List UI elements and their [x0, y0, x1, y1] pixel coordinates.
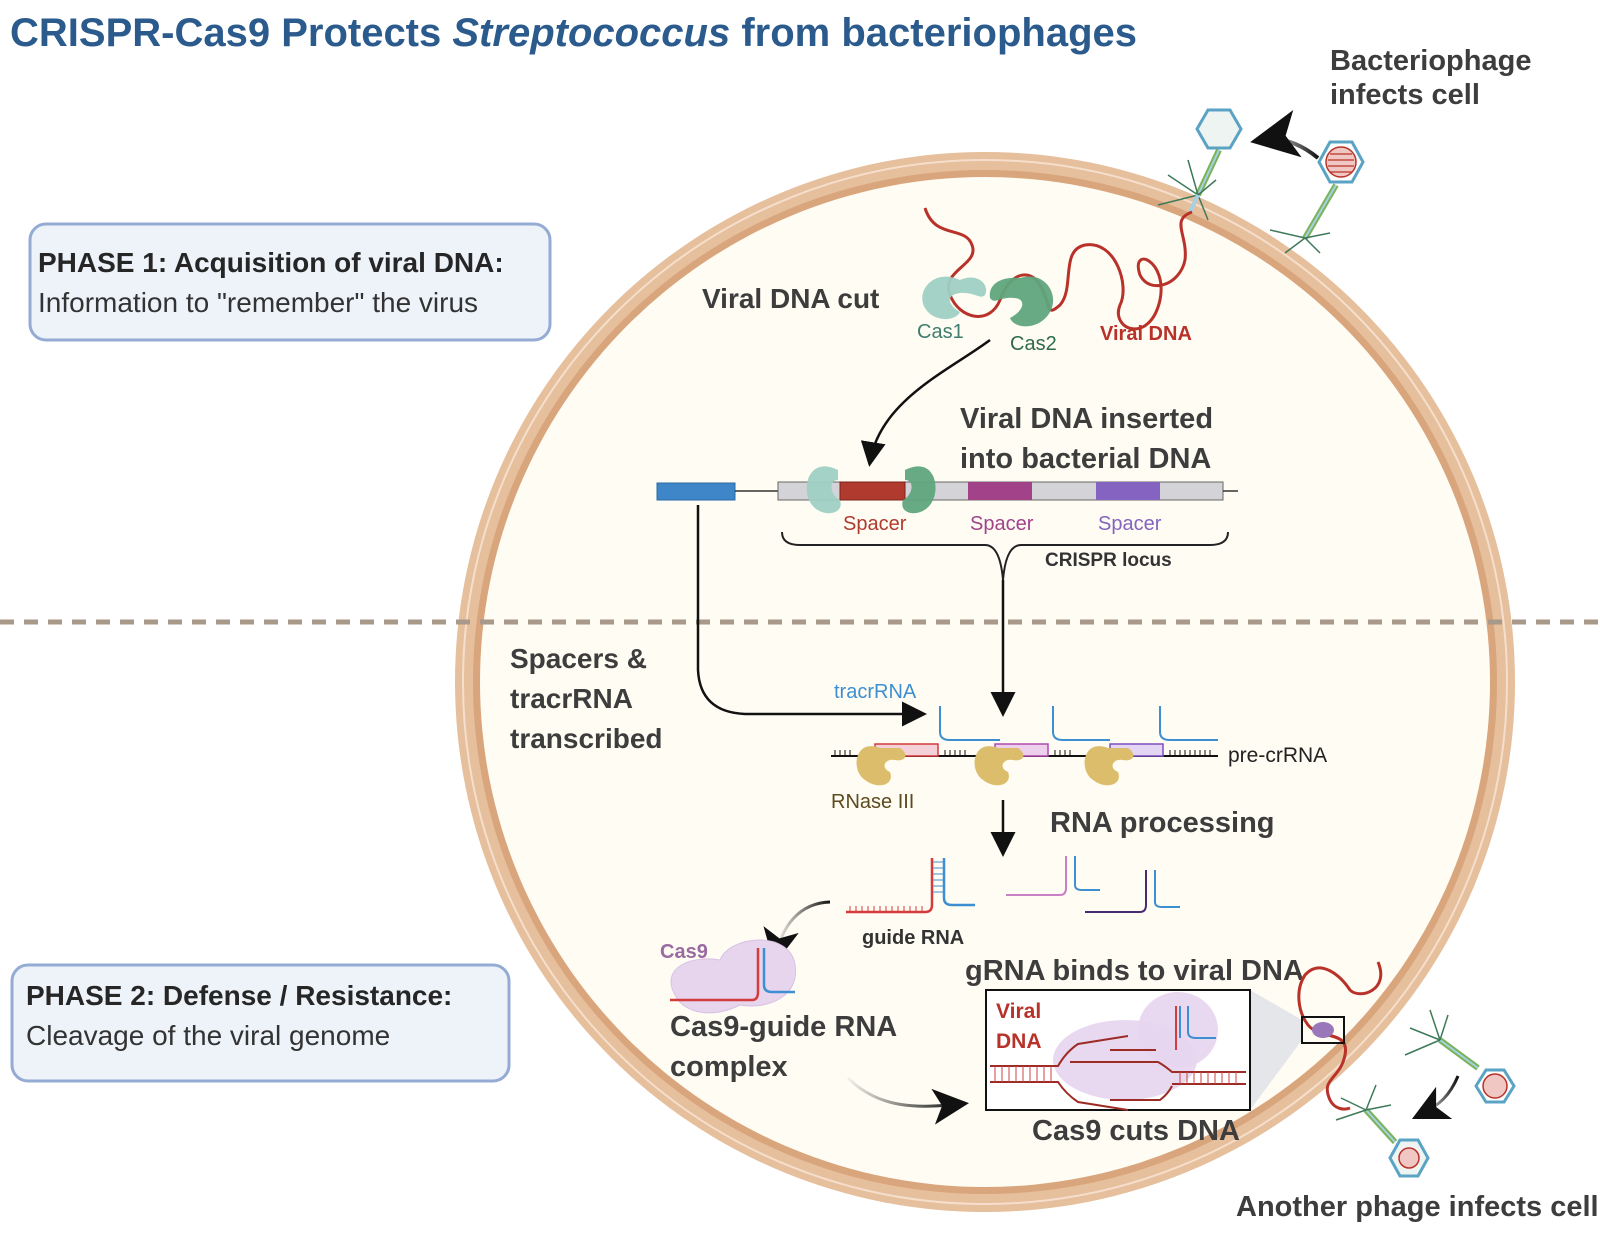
bacteriophage-infects-label: Bacteriophage infects cell [1330, 45, 1540, 111]
complex-label: Cas9-guide RNA complex [670, 1011, 904, 1083]
page-title: CRISPR-Cas9 Protects Streptococcus from … [10, 11, 1137, 55]
leader-sequence [656, 482, 736, 501]
cytoplasm [480, 177, 1490, 1187]
cas2-bound-icon [902, 466, 936, 514]
bacterial-cell [455, 152, 1515, 1212]
transcribed-label: Spacers & tracrRNA transcribed [510, 643, 663, 754]
spacer-label-1: Spacer [843, 513, 907, 535]
cas1-label: Cas1 [917, 321, 964, 343]
rnase3-icon-2 [974, 746, 1024, 786]
phase-2-box: PHASE 2: Defense / Resistance: Cleavage … [10, 963, 511, 1083]
cas2-label: Cas2 [1010, 333, 1057, 355]
complex-to-target-arrow [846, 1076, 969, 1125]
bacteriophage-free-icon [1269, 140, 1365, 254]
tracrrna-transcription-arrow [696, 505, 927, 727]
inset-viral-dna-label: Viral DNA [996, 1000, 1047, 1053]
phase-1-heading: PHASE 1: Acquisition of viral DNA: [38, 247, 504, 278]
spacer-2 [968, 482, 1032, 500]
cas9-label: Cas9 [660, 941, 708, 963]
cas9-complex [670, 939, 796, 1014]
bacteriophage-attached-icon [1157, 108, 1243, 221]
phage-approach-arrow-2 [1411, 1075, 1460, 1120]
cleavage-inset: Viral DNA [985, 989, 1251, 1111]
another-phage-label: Another phage infects cell [1236, 1191, 1599, 1223]
rnase3-icon-1 [856, 746, 906, 786]
grna-binds-label: gRNA binds to viral DNA [965, 955, 1304, 987]
spacer-1 [839, 481, 906, 501]
crispr-locus [656, 466, 1238, 514]
rnase3-icon-3 [1084, 746, 1134, 786]
zoom-target-box [1301, 1016, 1345, 1044]
insertion-arrow [860, 338, 991, 467]
guide-rna-label: guide RNA [862, 927, 964, 949]
guide-rna-red [846, 858, 975, 914]
spacer-label-2: Spacer [970, 513, 1034, 535]
cas9-cuts-label: Cas9 cuts DNA [1032, 1115, 1240, 1147]
cas1-protein-icon [922, 276, 987, 320]
phase-1-description: Information to "remember" the virus [38, 287, 478, 318]
spacer-3 [1096, 482, 1160, 500]
spacer-label-3: Spacer [1098, 513, 1162, 535]
guide-rna-purple [1085, 870, 1180, 913]
viral-dna-label: Viral DNA [1100, 323, 1192, 345]
second-viral-dna-strand [1297, 961, 1383, 1111]
phase-2-description: Cleavage of the viral genome [26, 1020, 390, 1051]
cas1-bound-icon [806, 466, 841, 514]
phase-2-heading: PHASE 2: Defense / Resistance: [26, 980, 452, 1011]
cas2-protein-icon [989, 276, 1054, 327]
inserted-label: Viral DNA inserted into bacterial DNA [960, 403, 1221, 475]
tracrrna-2 [1052, 706, 1110, 741]
rna-processing-label: RNA processing [1050, 807, 1275, 839]
tracrrna-3 [1159, 706, 1218, 741]
tracrrna-label: tracrRNA [834, 681, 917, 703]
pre-crrna [831, 706, 1218, 786]
pre-crrna-label: pre-crRNA [1228, 744, 1327, 767]
cas9-bound-icon [1312, 1022, 1334, 1038]
phage-approach-arrow [1250, 110, 1320, 160]
rnase3-label: RNase III [831, 791, 914, 813]
tracrrna-1 [939, 706, 1000, 741]
bacteriophage-attached-2-icon [1335, 1084, 1430, 1178]
bacteriophage-free-2-icon [1404, 1009, 1516, 1104]
viral-dna-cut-label: Viral DNA cut [702, 283, 879, 314]
guide-rna-magenta [1006, 856, 1100, 896]
phase-1-box: PHASE 1: Acquisition of viral DNA: Infor… [28, 222, 552, 342]
crispr-locus-label: CRISPR locus [1045, 550, 1172, 571]
zoom-wedge [1250, 990, 1302, 1110]
